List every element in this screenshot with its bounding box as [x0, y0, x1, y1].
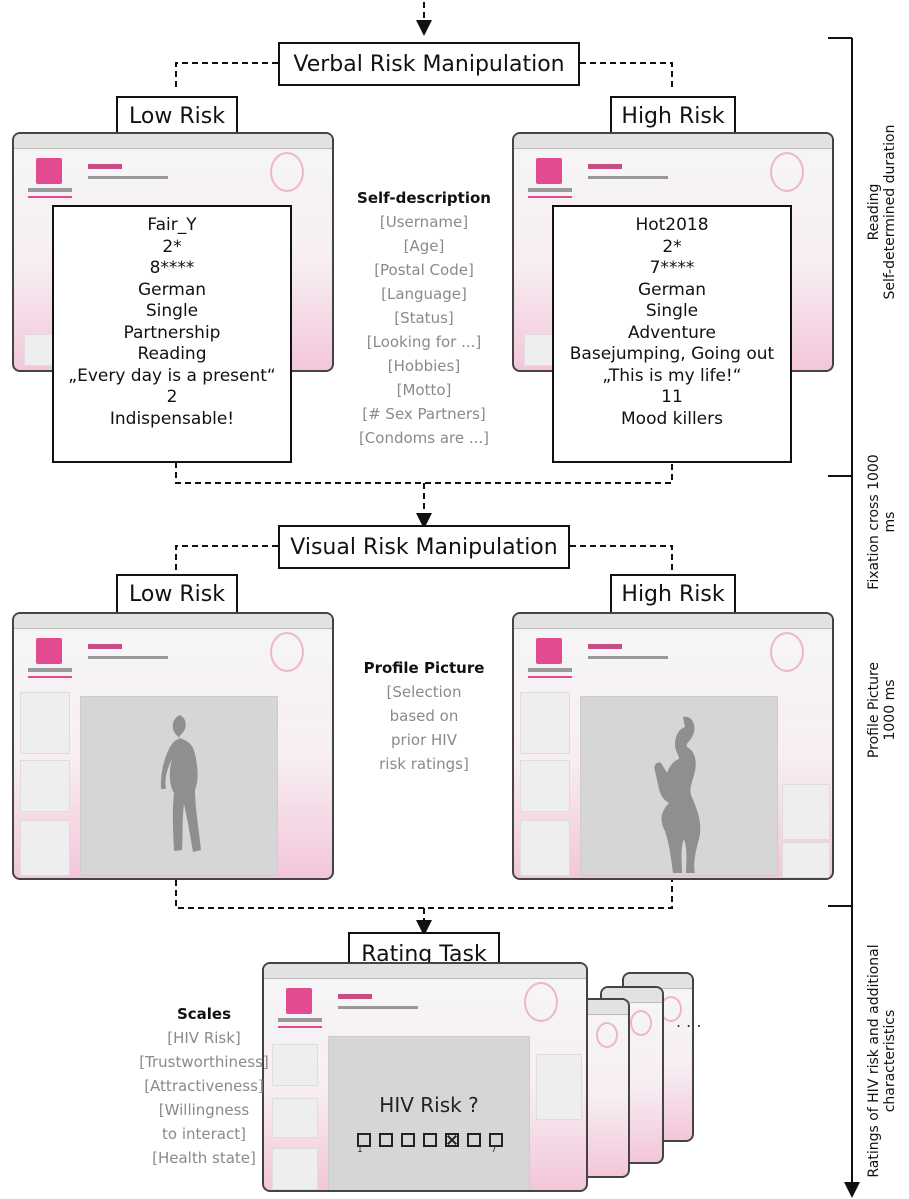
verbal-risk-manipulation-title: Verbal Risk Manipulation [278, 42, 580, 86]
timeline-profile-line2: 1000 ms [882, 679, 898, 741]
timeline-fixation-line1: Fixation cross 1000 [866, 454, 882, 590]
sd-item: [# Sex Partners] [362, 405, 486, 423]
card-age: 2* [162, 236, 182, 257]
scale-option-5-selected[interactable] [445, 1132, 459, 1147]
sd-item: [Username] [379, 213, 469, 231]
timeline-reading-label: Reading Self-determined duration [866, 62, 898, 362]
timeline-reading-line2: Self-determined duration [882, 124, 898, 300]
sd-item: [Status] [394, 309, 454, 327]
card-language: German [637, 279, 707, 300]
scale-item: [HIV Risk] [167, 1029, 241, 1047]
scale-option-3[interactable] [401, 1132, 415, 1147]
timeline-reading-line1: Reading [866, 183, 882, 241]
card-looking-for: Adventure [628, 322, 716, 343]
scale-option-7[interactable] [489, 1132, 503, 1147]
scale-option-4[interactable] [423, 1132, 437, 1147]
sd-item: [Condoms are ...] [358, 429, 490, 447]
card-condoms: Mood killers [621, 408, 723, 429]
card-sex-partners: 2 [166, 387, 178, 407]
card-language: German [137, 279, 207, 300]
visual-high-risk-screen [512, 612, 834, 880]
low-risk-profile-card: Fair_Y 2* 8**** German Single Partnershi… [52, 205, 292, 463]
pp-item: based on [389, 707, 459, 725]
sd-item: [Motto] [396, 381, 452, 399]
timeline-fixation-line2: ms [882, 511, 898, 533]
timeline-ratings-label: Ratings of HIV risk and additional chara… [866, 926, 898, 1196]
card-username: Hot2018 [635, 215, 709, 235]
scale-item: [Health state] [152, 1149, 256, 1167]
card-condoms: Indispensable! [109, 408, 235, 429]
timeline-profile-line1: Profile Picture [866, 661, 882, 759]
scale-option-1[interactable] [357, 1132, 371, 1147]
profile-photo [580, 696, 778, 876]
verbal-low-risk-label: Low Risk [116, 96, 238, 136]
scales-heading: Scales [176, 1005, 232, 1023]
pp-item: [Selection [386, 683, 462, 701]
card-hobbies: Basejumping, Going out [569, 344, 775, 364]
visual-low-risk-label: Low Risk [116, 574, 238, 614]
timeline-ratings-line1: Ratings of HIV risk and additional [866, 944, 882, 1178]
pp-item: risk ratings] [379, 755, 469, 773]
card-age: 2* [662, 236, 682, 257]
verbal-high-risk-label: High Risk [610, 96, 736, 136]
rating-question: HIV Risk ? [379, 1093, 479, 1117]
scale-option-6[interactable] [467, 1132, 481, 1147]
card-motto: „Every day is a present“ [68, 365, 276, 386]
card-looking-for: Partnership [123, 322, 221, 343]
visual-risk-manipulation-title: Visual Risk Manipulation [278, 525, 570, 569]
silhouette-posing-icon [654, 716, 701, 873]
card-sex-partners: 11 [661, 387, 683, 407]
card-username: Fair_Y [147, 215, 197, 235]
rating-panel: HIV Risk ? 1 7 [328, 1036, 530, 1190]
timeline-ratings-line2: characteristics [882, 1009, 898, 1113]
scale-item: to interact] [162, 1125, 246, 1143]
card-status: Single [145, 301, 199, 321]
sd-item: [Age] [403, 237, 445, 255]
sd-item: [Postal Code] [374, 261, 474, 279]
timeline-profile-label: Profile Picture 1000 ms [866, 610, 898, 810]
visual-high-risk-label: High Risk [610, 574, 736, 614]
profile-photo [80, 696, 278, 876]
scales-legend: Scales [HIV Risk] [Trustworthiness] [Att… [120, 1002, 288, 1170]
self-description-legend: Self-description [Username] [Age] [Posta… [340, 186, 508, 450]
profile-picture-legend: Profile Picture [Selection based on prio… [340, 656, 508, 776]
scale-item: [Attractiveness] [144, 1077, 264, 1095]
scale-max-label: 7 [491, 1145, 497, 1155]
ellipsis: . . . [676, 1012, 702, 1031]
timeline-fixation-label: Fixation cross 1000 ms [866, 432, 898, 612]
pp-item: prior HIV [391, 731, 457, 749]
scale-option-2[interactable] [379, 1132, 393, 1147]
card-postal-code: 8**** [149, 258, 195, 278]
likert-scale[interactable] [353, 1129, 513, 1148]
card-motto: „This is my life!“ [602, 365, 742, 386]
sd-item: [Looking for ...] [366, 333, 482, 351]
high-risk-profile-card: Hot2018 2* 7**** German Single Adventure… [552, 205, 792, 463]
scale-min-label: 1 [357, 1145, 363, 1155]
silhouette-standing-icon [160, 715, 201, 852]
visual-low-risk-screen [12, 612, 334, 880]
sd-item: [Hobbies] [387, 357, 461, 375]
profile-picture-heading: Profile Picture [363, 659, 485, 677]
card-postal-code: 7**** [649, 258, 695, 278]
rating-task-screen: HIV Risk ? 1 7 [262, 962, 588, 1192]
self-description-heading: Self-description [357, 189, 491, 207]
scale-item: [Trustworthiness] [139, 1053, 269, 1071]
card-status: Single [645, 301, 699, 321]
card-hobbies: Reading [137, 344, 207, 364]
sd-item: [Language] [381, 285, 467, 303]
scale-item: [Willingness [158, 1101, 250, 1119]
